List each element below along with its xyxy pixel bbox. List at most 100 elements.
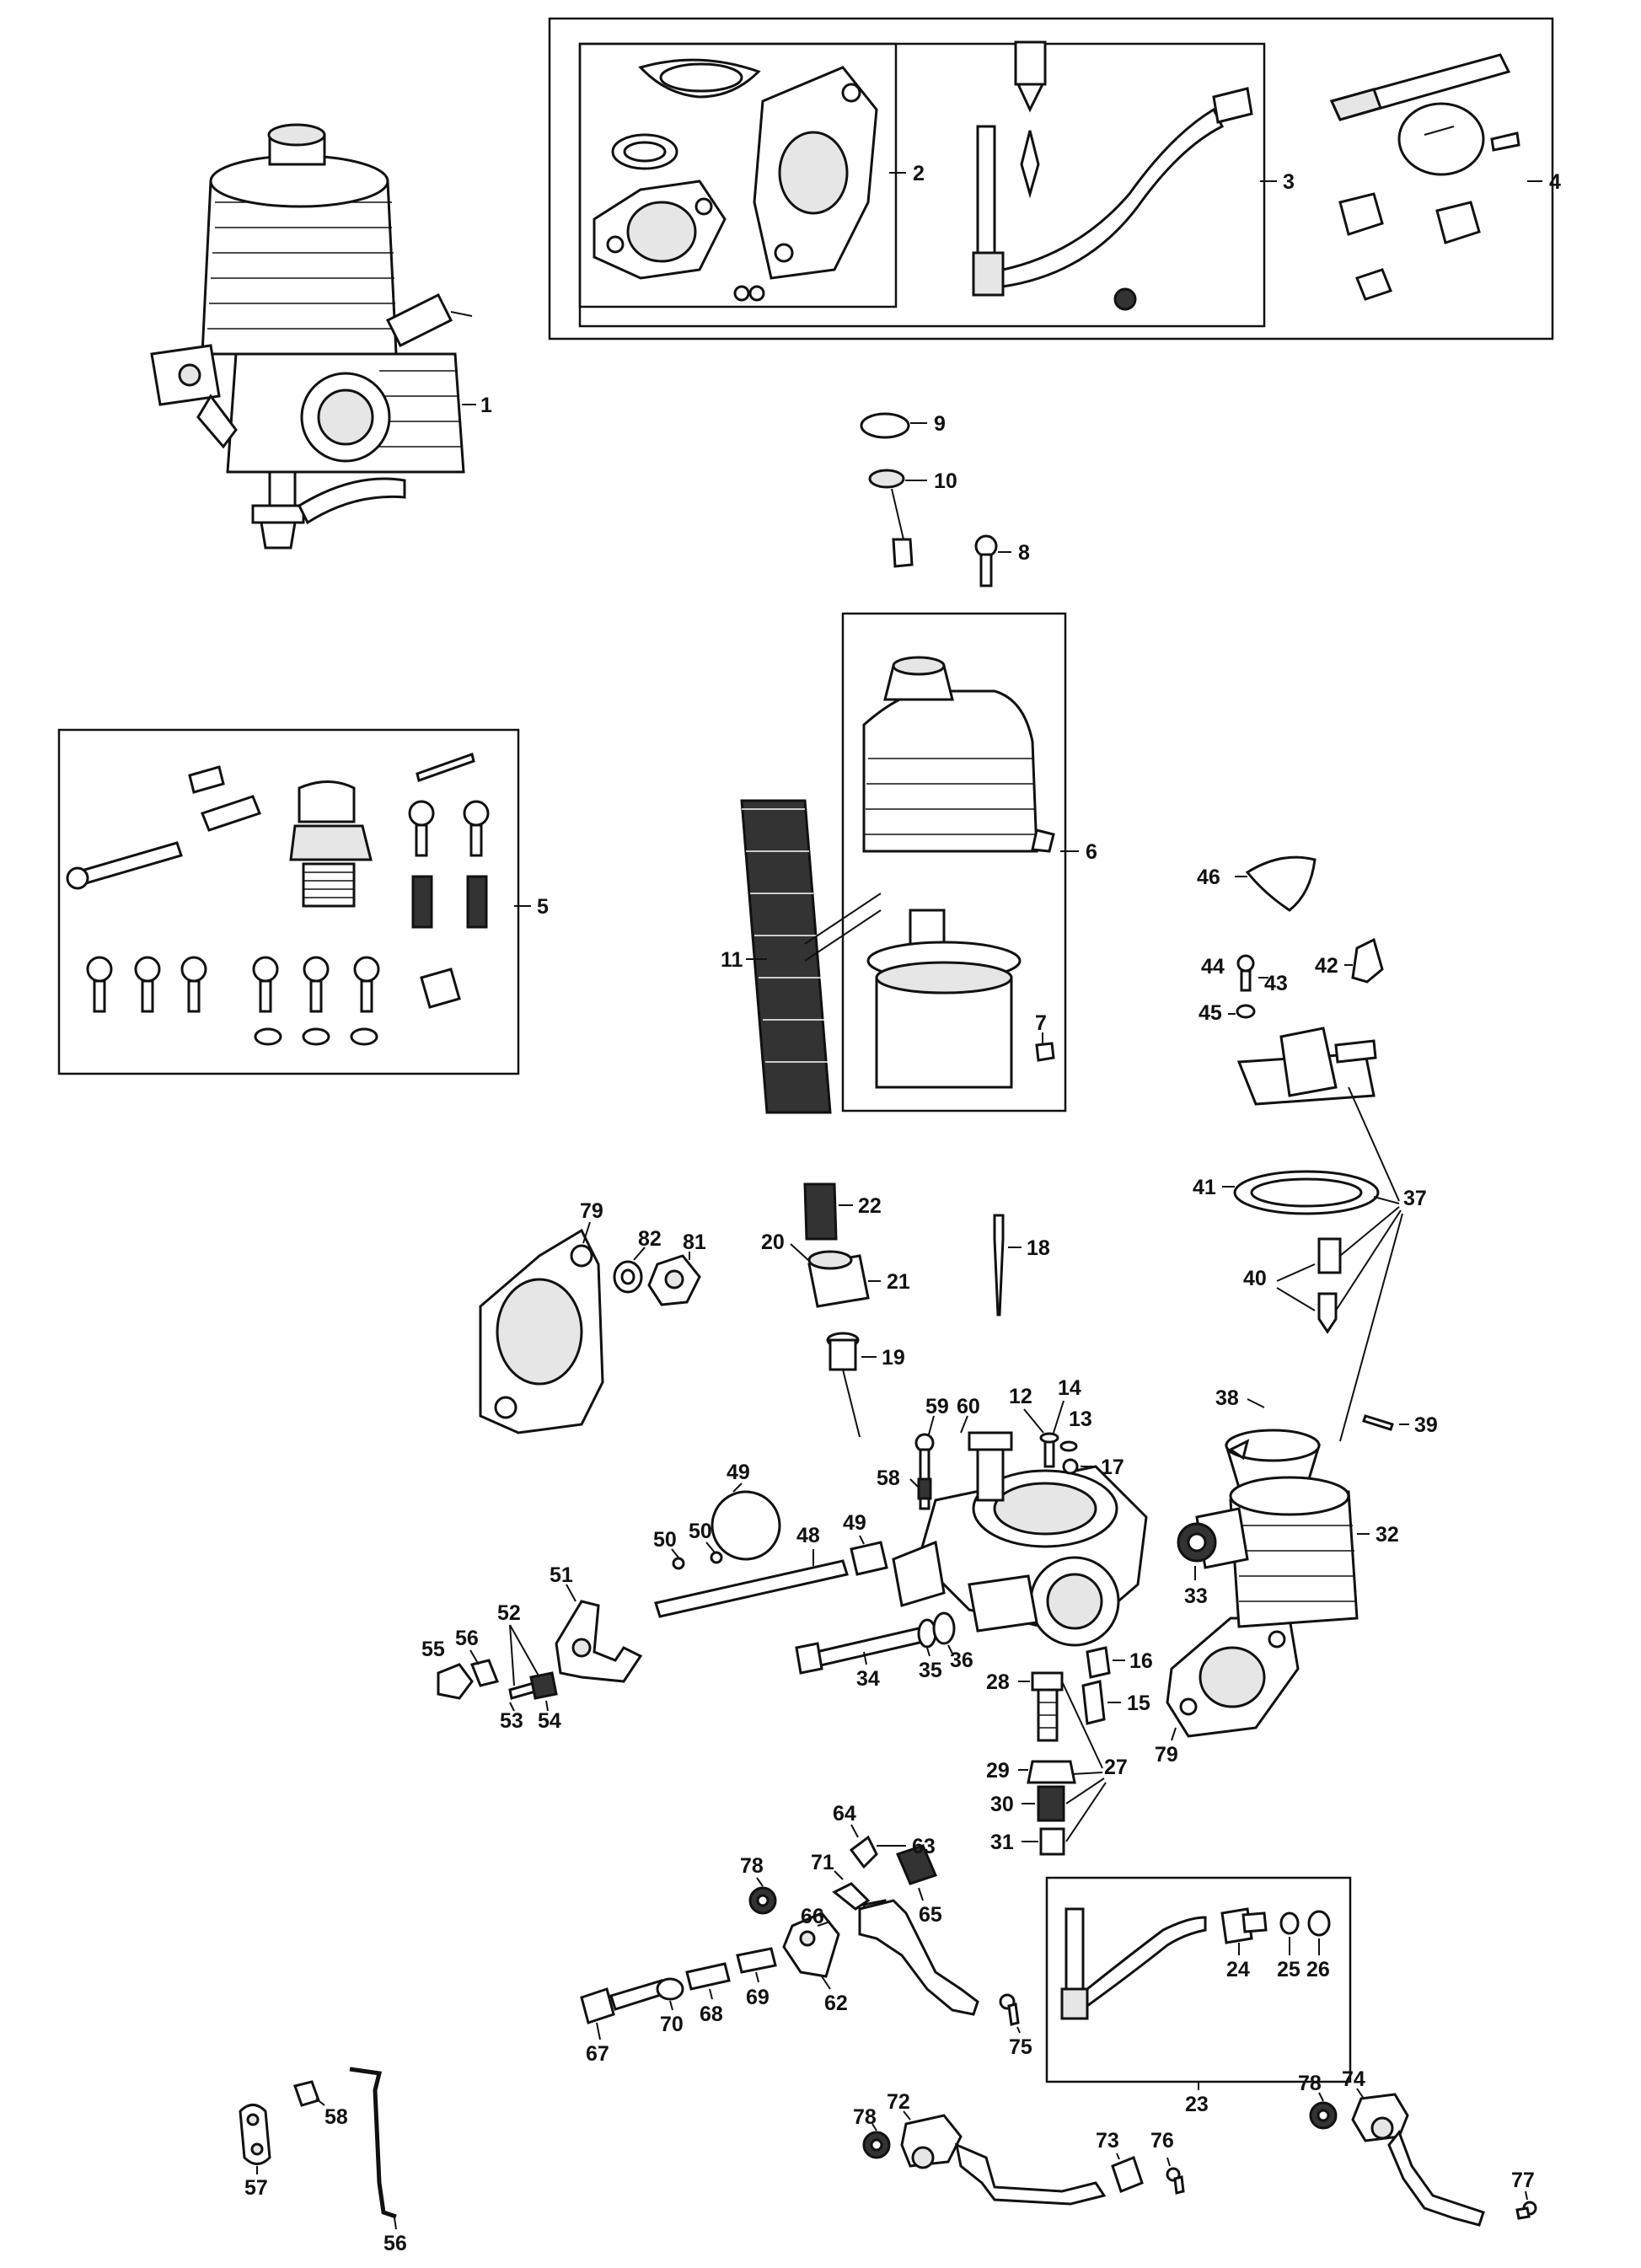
label-49: 49 [727,1461,750,1484]
label-35: 35 [919,1659,942,1682]
kit-box-2 [578,42,898,308]
label-63: 62 [824,1992,848,2015]
label-71: 70 [660,2013,684,2036]
throttle-lever-73-74 [862,2114,1185,2206]
label-31: 31 [990,1831,1014,1854]
label-41: 41 [1193,1176,1216,1199]
float-chamber-lid [1236,1027,1377,1106]
label-9: 9 [934,412,946,436]
label-81: 81 [683,1231,706,1254]
float-lid-fittings [1236,937,1384,1019]
label-38: 38 [1215,1386,1239,1410]
float-chamber-gasket [1233,1170,1380,1215]
float-chamber-assembly [1177,1414,1394,1628]
piston-chamber-and-piston [862,656,1055,1089]
label-28: 28 [986,1670,1010,1694]
label-11: 11 [721,948,743,972]
insulator-gasket [479,1228,604,1434]
label-22: 22 [858,1194,882,1218]
piston-chamber-box-6 [841,612,1067,1113]
jet-and-feed-pipe [972,40,1253,311]
label-62: 60 [957,1395,980,1418]
bolt-and-spacers-68-71 [580,1947,777,2024]
label-79: 79 [1155,1743,1178,1767]
label-42: 42 [1315,954,1338,978]
label-47: 48 [796,1524,820,1547]
label-68: 67 [586,2042,609,2066]
label-57: 56 [383,2232,407,2255]
label-13: 13 [1069,1407,1092,1431]
small-parts-kit [66,753,490,1046]
label-78b: 78 [853,2105,877,2129]
label-78c: 78 [1298,2072,1322,2095]
label-75: 74 [1342,2067,1365,2091]
label-53: 53 [500,1709,523,1733]
label-37: 37 [1403,1187,1427,1210]
label-17: 17 [1101,1456,1124,1479]
label-32: 32 [1376,1523,1399,1547]
label-40: 40 [1243,1267,1267,1290]
damper-assembly [860,412,998,587]
label-29: 29 [986,1759,1010,1783]
piston-spring [740,799,832,1114]
label-18: 18 [1027,1236,1050,1260]
label-20: 20 [761,1231,785,1254]
label-34: 34 [856,1667,880,1691]
label-26: 26 [1306,1958,1330,1981]
jet-parts-15-16 [1081,1646,1111,1725]
label-27: 27 [1104,1756,1128,1779]
clamp-bolt-parts [437,1659,558,1700]
label-5: 5 [537,895,549,919]
label-10: 10 [934,469,957,493]
throttle-spindle-and-disc [654,1490,888,1618]
label-30: 30 [990,1793,1014,1816]
label-66: 65 [919,1903,942,1927]
label-8: 8 [1018,541,1030,565]
label-76: 75 [1009,2035,1032,2059]
label-56: 56 [455,1627,479,1650]
kit-box-5 [57,728,520,1075]
label-64: 63 [912,1835,936,1858]
cam-lever-assembly [748,1835,979,2016]
label-50b: 50 [689,1520,712,1543]
carburettor-assembly [150,123,473,550]
label-12: 12 [1009,1385,1032,1408]
label-14: 14 [1058,1376,1081,1400]
jet-needle-guide [826,1332,861,1438]
throttle-spindle-kit [1329,53,1520,301]
label-46: 46 [1197,866,1220,889]
label-72: 71 [811,1851,834,1874]
label-36: 36 [950,1649,973,1672]
label-44: 44 [1201,955,1225,979]
label-3: 3 [1283,170,1295,194]
label-55: 55 [421,1638,445,1661]
label-45: 45 [1199,1001,1222,1025]
label-33: 33 [1184,1584,1208,1608]
small-screws-12-17 [1039,1432,1079,1475]
label-59: 58 [324,2105,348,2129]
link-and-rod-57-59 [239,2067,397,2219]
label-4: 4 [1549,170,1561,194]
label-77a: 76 [1150,2129,1174,2153]
label-60: 58 [877,1466,900,1490]
label-61: 59 [925,1395,949,1418]
label-78a: 78 [740,1854,764,1878]
label-77b: 77 [1511,2169,1535,2192]
label-74: 73 [1096,2129,1119,2153]
jet-adjusting-parts [1027,1671,1076,1856]
label-15: 15 [1127,1692,1150,1715]
throttle-lever-51 [555,1600,643,1683]
label-25: 25 [1277,1958,1300,1981]
label-39: 39 [1414,1413,1438,1437]
gasket-set [593,58,878,302]
label-6: 6 [1086,840,1097,864]
label-65: 64 [833,1802,856,1826]
label-52: 52 [497,1601,521,1625]
label-51: 51 [550,1563,573,1587]
flange-gasket-79 [1166,1617,1300,1738]
jet-kit-box-23 [1045,1876,1352,2083]
label-80: 79 [580,1199,603,1223]
label-19: 19 [882,1346,905,1370]
label-50a: 50 [653,1528,677,1552]
